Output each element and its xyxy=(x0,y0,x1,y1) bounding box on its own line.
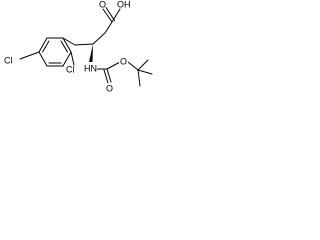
label-chloro-para: Cl xyxy=(4,55,13,65)
backbone-bonds xyxy=(62,32,106,46)
dichlorophenyl-ring xyxy=(38,37,72,67)
ring-bond-c2-c3 xyxy=(38,37,48,53)
label-carbamate-oxygen-double: O xyxy=(106,83,113,93)
ring-bond-c3-c4 xyxy=(38,51,48,67)
bond-carbonyl-double-o-b xyxy=(103,69,109,84)
bond-benzyl-ch2-to-alpha xyxy=(74,43,94,46)
bond-carbonyl-double-o-a xyxy=(106,68,112,83)
bond-carbonyl-to-ester-o xyxy=(106,61,121,70)
bond-ring-to-para-cl xyxy=(19,51,40,60)
bond-carboxyl-to-oh xyxy=(111,8,121,23)
carboxylic-acid-group xyxy=(102,7,121,34)
stereo-wedge-bond xyxy=(89,44,93,62)
ring-double-bond-c6-c1 xyxy=(60,40,68,53)
ring-double-bond-c2-c3 xyxy=(42,40,50,53)
bond-ester-o-to-tert-carbon xyxy=(127,61,139,71)
amine-label-background xyxy=(84,63,97,74)
bond-ch2-to-carboxyl-carbon xyxy=(104,21,113,34)
label-acid-hydroxyl: OH xyxy=(117,0,131,9)
bond-carboxyl-double-o-a xyxy=(102,8,113,23)
bond-tert-carbon-methyl-down xyxy=(137,69,141,87)
bond-tert-carbon-methyl-up xyxy=(137,59,149,71)
label-acid-oxygen: O xyxy=(99,0,106,9)
bond-ring-to-benzyl-ch2 xyxy=(62,37,76,46)
boc-protecting-group xyxy=(89,44,153,87)
atom-labels: O OH Cl Cl HN O O xyxy=(4,0,131,93)
ester-oxygen-label-background xyxy=(119,57,128,67)
bond-ring-to-ortho-cl xyxy=(70,51,75,66)
ring-bond-c5-c6 xyxy=(62,51,72,67)
label-chloro-ortho: Cl xyxy=(66,64,75,74)
label-carbamate-oxygen-single: O xyxy=(120,56,127,66)
bond-alpha-to-ch2-acid xyxy=(92,32,106,45)
bond-carboxyl-double-o-b xyxy=(105,7,115,21)
label-amine: HN xyxy=(84,63,97,73)
ring-bond-c6-c1 xyxy=(62,37,72,53)
structure-canvas: O OH Cl Cl HN O O xyxy=(4,0,153,93)
bond-tert-carbon-methyl-right xyxy=(137,69,153,75)
